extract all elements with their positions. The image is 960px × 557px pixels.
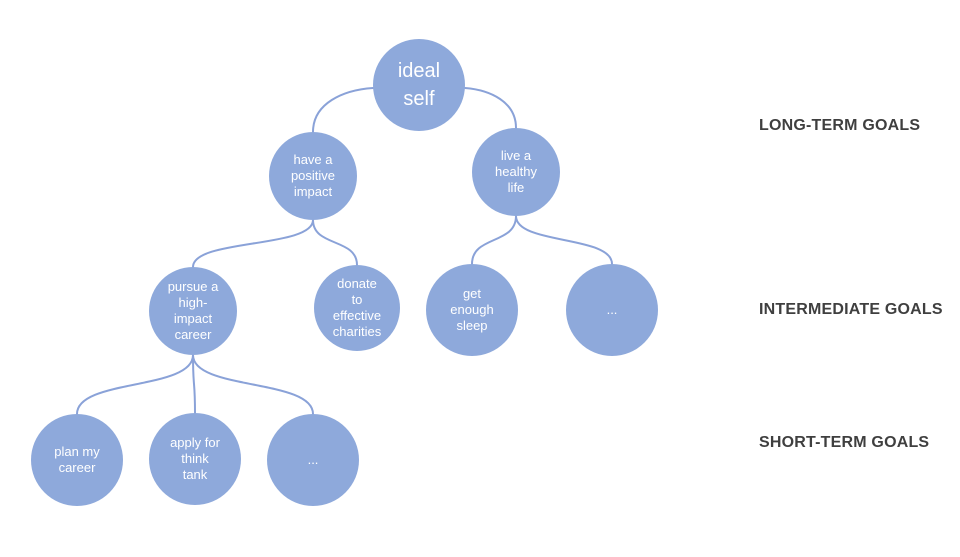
goal-node-live-healthy-life: live a healthy life <box>472 128 560 216</box>
connector-live-healthy-life-to-more-intermediate-goals <box>515 215 613 265</box>
goal-node-plan-my-career: plan my career <box>31 414 123 506</box>
goal-node-apply-for-think-tank: apply for think tank <box>149 413 241 505</box>
goal-node-ideal-self: ideal self <box>373 39 465 131</box>
connector-pursue-high-impact-career-to-more-short-term-goals <box>192 354 314 415</box>
label-intermediate-goals: INTERMEDIATE GOALS <box>759 301 943 318</box>
label-short-term-goals: SHORT-TERM GOALS <box>759 434 930 451</box>
goal-node-pursue-high-impact-career: pursue a high- impact career <box>149 267 237 355</box>
connector-have-positive-impact-to-donate-effective-charities <box>312 219 358 266</box>
connector-ideal-self-to-have-positive-impact <box>312 87 374 133</box>
connector-pursue-high-impact-career-to-plan-my-career <box>76 354 194 415</box>
connector-pursue-high-impact-career-to-apply-for-think-tank <box>192 354 196 414</box>
label-long-term-goals: LONG-TERM GOALS <box>759 117 921 134</box>
connector-have-positive-impact-to-pursue-high-impact-career <box>192 219 314 268</box>
goal-node-more-intermediate-goals: ... <box>566 264 658 356</box>
goal-node-more-short-term-goals: ... <box>267 414 359 506</box>
goal-node-donate-effective-charities: donate to effective charities <box>314 265 400 351</box>
goal-node-get-enough-sleep: get enough sleep <box>426 264 518 356</box>
connector-live-healthy-life-to-get-enough-sleep <box>471 215 517 265</box>
connector-ideal-self-to-live-healthy-life <box>464 87 517 129</box>
goal-node-have-positive-impact: have a positive impact <box>269 132 357 220</box>
